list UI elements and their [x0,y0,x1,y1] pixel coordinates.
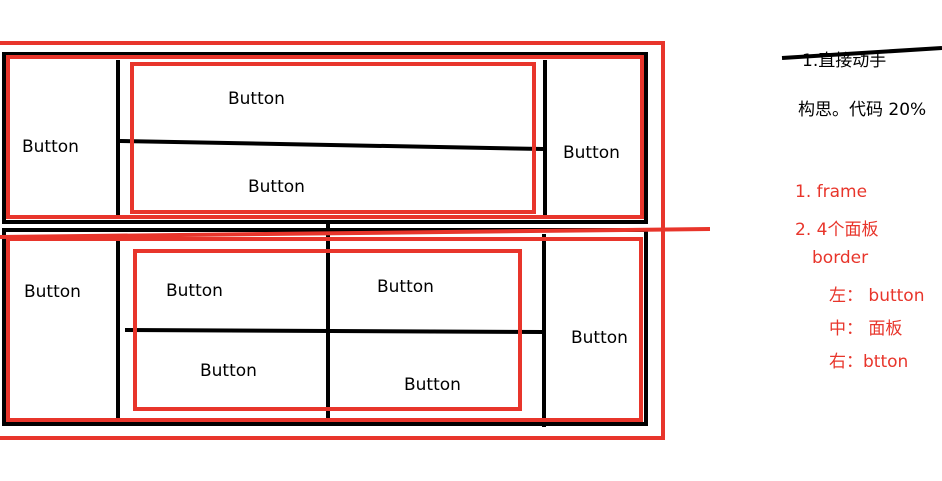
grid-top-left-button[interactable]: Button [166,281,223,301]
bottom-black-frame [2,228,648,426]
red-separator-line [0,227,711,239]
note-idea: 构思。代码 20% [798,100,927,120]
top-black-frame [2,52,648,224]
bottom-right-button[interactable]: Button [571,328,628,348]
note-panels: 2. 4个面板 [795,220,879,240]
grid-top-right-button[interactable]: Button [377,277,434,297]
note-step1: 1.直接动手 [802,51,887,71]
bottom-left-button[interactable]: Button [24,282,81,302]
top-center-split [119,139,544,151]
grid-bottom-right-button[interactable]: Button [404,375,461,395]
top-right-button[interactable]: Button [563,143,620,163]
note-left: 左： button [829,286,925,306]
note-right: 右：btton [829,352,909,372]
top-center-top-button[interactable]: Button [228,89,285,109]
note-frame: 1. frame [795,182,868,202]
note-center: 中： 面板 [829,319,903,339]
top-red-panel [6,55,644,219]
grid-bottom-left-button[interactable]: Button [200,361,257,381]
outer-red-frame [0,41,665,440]
strike-line [781,46,942,60]
top-center-red-panel [130,62,536,214]
bottom-center-red-panel [133,249,522,411]
bottom-red-panel [6,237,643,422]
note-border: border [812,248,869,268]
top-center-bottom-button[interactable]: Button [248,177,305,197]
top-left-button[interactable]: Button [22,137,79,157]
bottom-center-hsplit [124,328,544,334]
